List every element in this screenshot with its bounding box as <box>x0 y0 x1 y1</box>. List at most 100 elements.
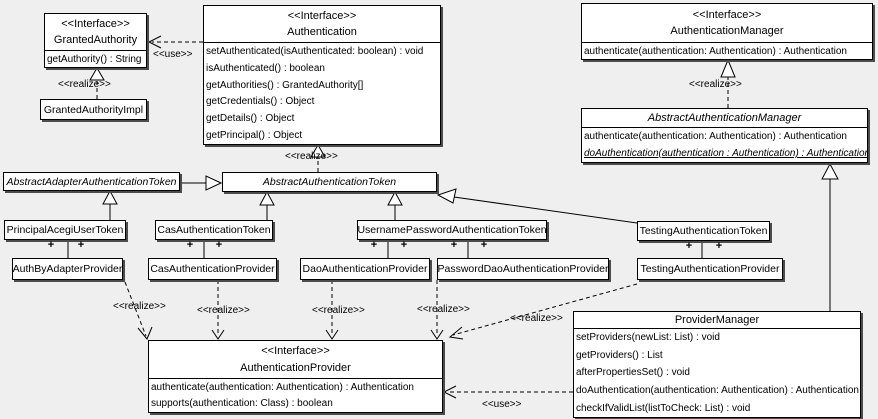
edge-label-realize: <<realize>> <box>510 313 563 324</box>
class-header: <<Interface>> AuthenticationManager <box>582 4 872 43</box>
method: getCredentials() : Object <box>206 96 315 108</box>
class-testing-authentication-provider[interactable]: TestingAuthenticationProvider <box>637 258 783 280</box>
method: setProviders(newList: List) : void <box>576 332 720 344</box>
edge-label-use: <<use>> <box>153 49 193 60</box>
class-header: AbstractAuthenticationManager <box>582 109 867 128</box>
assoc-end-plus: + <box>77 239 85 251</box>
method: supports(authentication: Class) : boolea… <box>151 398 333 410</box>
class-testing-authentication-token[interactable]: TestingAuthenticationToken <box>637 221 770 241</box>
class-name: AuthenticationManager <box>670 25 784 38</box>
class-name: GrantedAuthority <box>53 34 138 46</box>
class-name: Authentication <box>287 26 357 38</box>
method: getAuthority() : String <box>47 53 142 65</box>
assoc-end-plus: + <box>715 240 723 252</box>
arrowhead-open <box>430 329 444 340</box>
class-authentication-manager[interactable]: <<Interface>> AuthenticationManager auth… <box>581 3 873 60</box>
arrowhead-triangle <box>259 190 275 206</box>
arrowhead-open <box>137 326 153 340</box>
assoc-end-plus: + <box>215 239 223 251</box>
arrowhead-triangle <box>102 189 118 205</box>
class-granted-authority[interactable]: <<Interface>> GrantedAuthority getAuthor… <box>44 13 147 68</box>
arrowhead-open <box>325 329 339 340</box>
arrowhead-open <box>448 326 464 340</box>
edge-label-realize: <<realize>> <box>58 79 111 90</box>
class-name: TestingAuthenticationToken <box>639 225 768 237</box>
stereotype: <<Interface>> <box>261 345 330 358</box>
stereotype: <<Interface>> <box>287 10 357 22</box>
method-compartment: authenticate(authentication: Authenticat… <box>582 128 867 162</box>
class-granted-authority-impl[interactable]: GrantedAuthorityImpl <box>40 99 147 120</box>
arrowhead-open <box>147 35 162 49</box>
edge-label-use: <<use>> <box>482 399 522 410</box>
arrowhead-triangle <box>387 190 403 206</box>
class-name: TestingAuthenticationProvider <box>640 263 780 275</box>
class-name: ProviderManager <box>674 314 760 326</box>
class-authentication[interactable]: <<Interface>> Authentication setAuthenti… <box>203 5 441 145</box>
method-compartment: getAuthority() : String <box>45 51 146 67</box>
method-compartment: authenticate(authentication: Authenticat… <box>149 379 442 412</box>
class-header: ProviderManager <box>574 312 860 329</box>
class-name: GrantedAuthorityImpl <box>43 103 144 116</box>
class-name: PasswordDaoAuthenticationProvider <box>437 263 609 275</box>
class-abstract-adapter-authentication-token[interactable]: AbstractAdapterAuthenticationToken <box>3 172 180 191</box>
method: isAuthenticated() : boolean <box>206 62 325 74</box>
class-name: AbstractAuthenticationManager <box>647 112 802 124</box>
assoc-end-plus: + <box>400 239 408 251</box>
arrowhead-triangle <box>720 58 736 78</box>
class-name: PrincipalAcegiUserToken <box>6 224 124 236</box>
class-abstract-authentication-manager[interactable]: AbstractAuthenticationManager authentica… <box>581 108 868 163</box>
class-name: CasAuthenticationToken <box>157 224 271 236</box>
edge-label-realize: <<realize>> <box>197 305 250 316</box>
class-provider-manager[interactable]: ProviderManager setProviders(newList: Li… <box>573 311 861 418</box>
arrowhead-triangle <box>436 188 457 204</box>
method: authenticate(authentication: Authenticat… <box>151 381 414 393</box>
assoc-end-plus: + <box>450 239 458 251</box>
arrowhead-triangle <box>205 175 223 191</box>
class-header: <<Interface>> AuthenticationProvider <box>149 341 442 379</box>
class-abstract-authentication-token[interactable]: AbstractAuthenticationToken <box>222 172 437 192</box>
method: authenticate(authentication: Authenticat… <box>584 45 847 57</box>
arrowhead-open <box>442 385 457 399</box>
method: checkIfValidList(listToCheck: List) : vo… <box>576 402 751 414</box>
class-cas-authentication-provider[interactable]: CasAuthenticationProvider <box>148 258 277 280</box>
assoc-end-plus: + <box>370 239 378 251</box>
class-name: AbstractAdapterAuthenticationToken <box>6 175 177 188</box>
edge-label-realize: <<realize>> <box>113 301 166 312</box>
assoc-end-plus: + <box>47 239 55 251</box>
class-username-password-authentication-token[interactable]: UsernamePasswordAuthenticationToken <box>357 220 547 240</box>
class-name: AuthenticationProvider <box>240 361 351 374</box>
class-name: DaoAuthenticationProvider <box>302 263 428 275</box>
edge-label-realize: <<realize>> <box>417 304 470 315</box>
method: getDetails() : Object <box>206 113 295 125</box>
class-name: UsernamePasswordAuthenticationToken <box>357 224 547 236</box>
class-header: <<Interface>> Authentication <box>204 6 440 43</box>
stereotype: <<Interface>> <box>692 8 762 21</box>
class-password-dao-authentication-provider[interactable]: PasswordDaoAuthenticationProvider <box>437 258 609 280</box>
class-name: AbstractAuthenticationToken <box>262 176 397 188</box>
stereotype: <<Interface>> <box>61 18 130 30</box>
class-dao-authentication-provider[interactable]: DaoAuthenticationProvider <box>300 258 430 280</box>
method: setAuthenticated(isAuthenticated: boolea… <box>206 45 424 57</box>
class-authentication-provider[interactable]: <<Interface>> AuthenticationProvider aut… <box>148 340 443 413</box>
class-header: <<Interface>> GrantedAuthority <box>45 14 146 51</box>
arrowhead-open <box>211 329 225 340</box>
class-name: AuthByAdapterProvider <box>12 263 123 275</box>
method-compartment: setAuthenticated(isAuthenticated: boolea… <box>204 43 440 144</box>
class-principal-acegi-user-token[interactable]: PrincipalAcegiUserToken <box>4 220 126 240</box>
method: getPrincipal() : Object <box>206 130 303 142</box>
assoc-end-plus: + <box>186 239 194 251</box>
method: authenticate(authentication: Authenticat… <box>584 131 847 142</box>
method: getProviders() : List <box>576 349 663 361</box>
edge-label-realize: <<realize>> <box>689 79 742 90</box>
method-abstract: doAuthentication(authentication : Authen… <box>584 148 867 159</box>
assoc-end-plus: + <box>685 240 693 252</box>
assoc-end-plus: + <box>480 239 488 251</box>
edge-label-realize: <<realize>> <box>312 305 365 316</box>
arrowhead-triangle <box>821 162 839 180</box>
class-auth-by-adapter-provider[interactable]: AuthByAdapterProvider <box>12 258 123 280</box>
class-name: CasAuthenticationProvider <box>150 263 275 275</box>
method: afterPropertiesSet() : void <box>576 367 690 379</box>
class-cas-authentication-token[interactable]: CasAuthenticationToken <box>155 220 273 240</box>
method: doAuthentication(authentication: Authent… <box>576 385 859 397</box>
